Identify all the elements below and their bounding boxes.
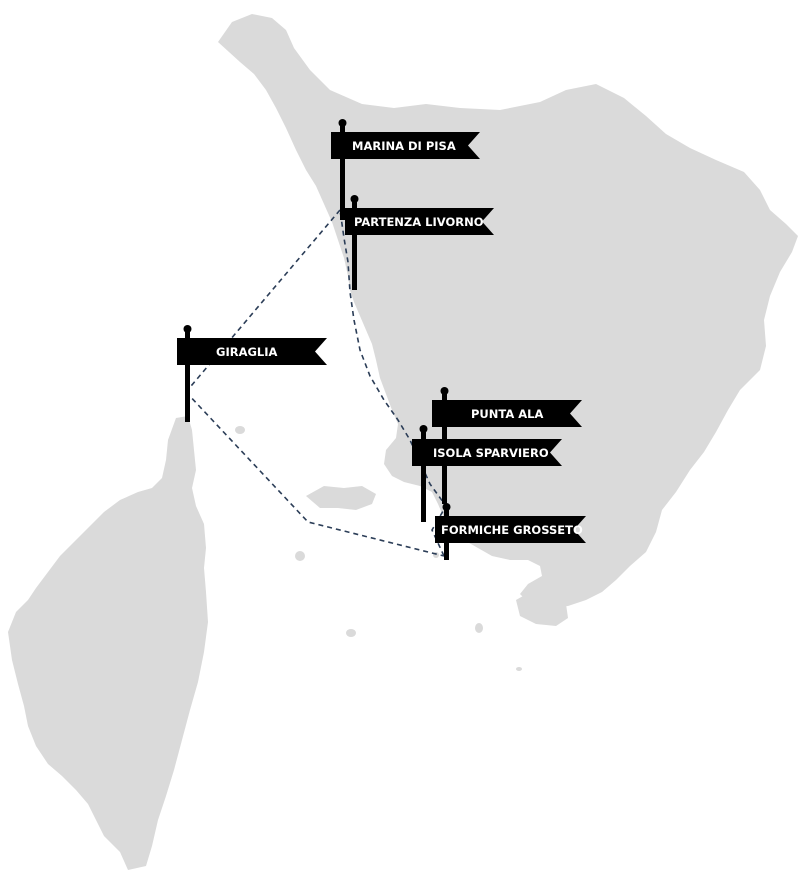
marker-label: MARINA DI PISA [352,139,456,153]
isola-pianosa [346,629,356,637]
marker-banner [435,516,586,543]
flag-pole-knob [350,195,359,203]
marker-punta-ala[interactable]: PUNTA ALA [432,387,582,504]
isola-gorgona [235,426,245,434]
corsica [8,416,208,870]
marker-giraglia[interactable]: GIRAGLIA [177,325,327,422]
marker-label: PARTENZA LIVORNO [354,215,484,229]
marker-banner [331,132,480,159]
isola-giannutri [516,667,522,671]
marker-banner [432,400,582,427]
monte-argentario [516,592,568,626]
marker-label: GIRAGLIA [216,345,278,359]
isola-capraia [295,551,305,561]
flag-pole-knob [442,503,451,511]
flag-pole-knob [338,119,347,127]
flag-pole-knob [440,387,449,395]
flag-icon [185,330,190,422]
flag-pole-knob [419,425,428,433]
marker-banner [412,439,562,466]
marker-banner [177,338,327,365]
isola-giglio [475,623,483,633]
flag-icon [340,124,345,220]
route-formiche-livorno [339,209,447,557]
route-giraglia-south [185,391,445,557]
marker-formiche-grosseto[interactable]: FORMICHE GROSSETO [435,503,586,560]
marker-label: PUNTA ALA [471,407,543,421]
isola-elba [306,486,376,510]
mainland-tuscany [218,14,798,608]
flag-icon [352,200,357,290]
marker-marina-di-pisa[interactable]: MARINA DI PISA [331,119,480,220]
marker-partenza-livorno[interactable]: PARTENZA LIVORNO [345,195,494,290]
marker-label: FORMICHE GROSSETO [441,523,583,537]
flag-pole-knob [183,325,192,333]
flag-icon [421,430,426,522]
marker-isola-sparviero[interactable]: ISOLA SPARVIERO [412,425,562,522]
marker-label: ISOLA SPARVIERO [433,446,549,460]
marker-banner [345,208,494,235]
